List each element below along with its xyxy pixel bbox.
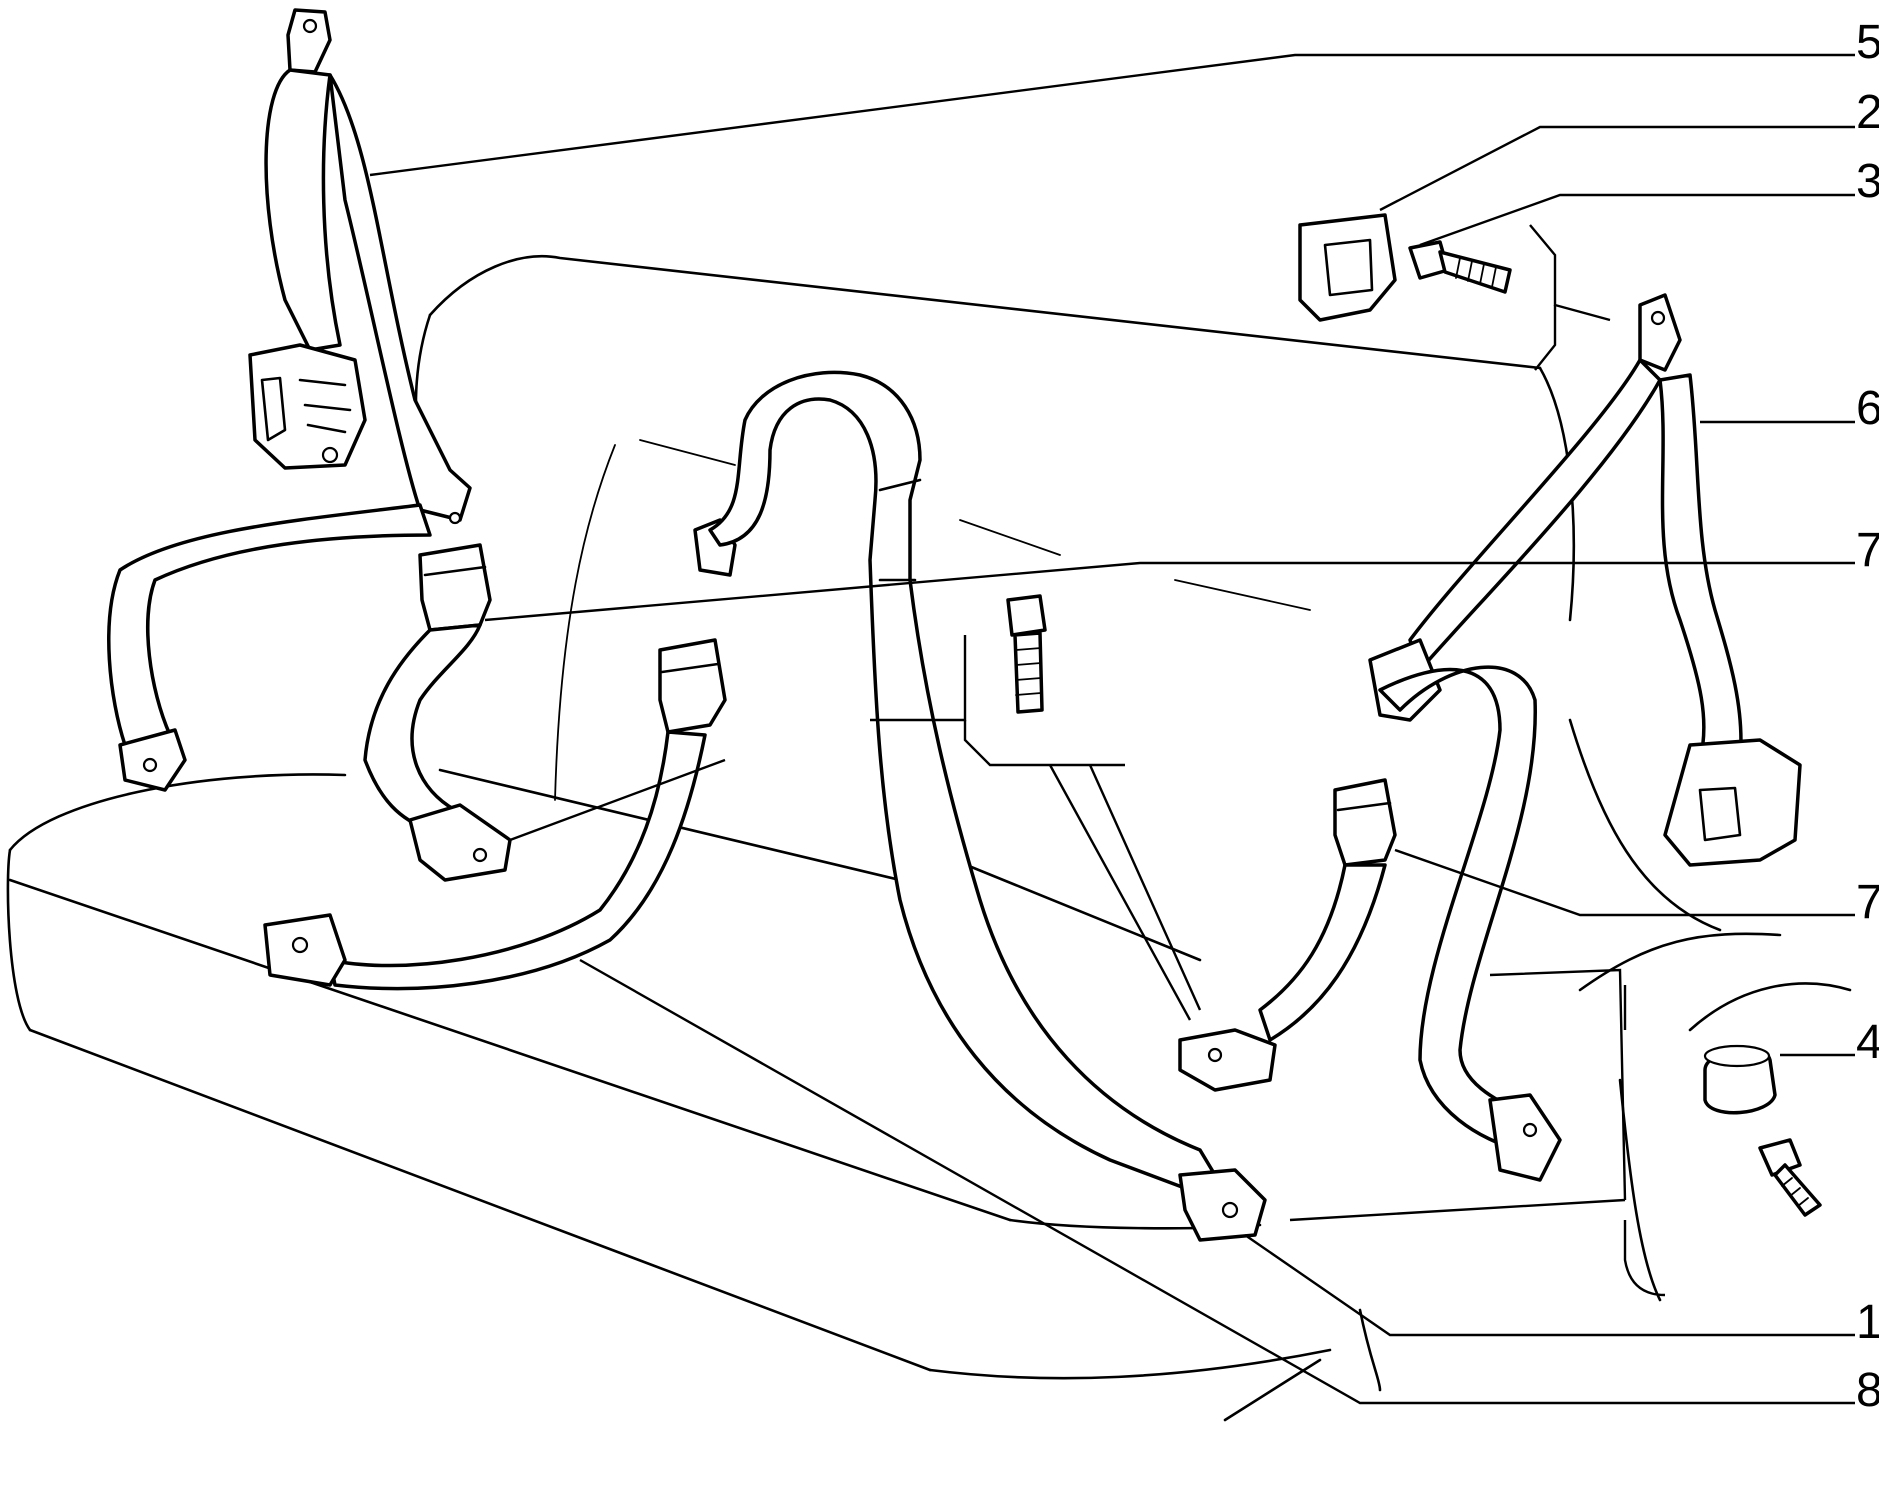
anchor-cover-part-2 (1298, 213, 1397, 322)
left-buckle-strap (363, 543, 512, 882)
callout-7-upper: 7 (1856, 524, 1879, 577)
left-retractor-belt (107, 8, 472, 792)
bolt-lower-right (1758, 1138, 1822, 1217)
bolt-center (1006, 594, 1047, 714)
callout-1: 1 (1856, 1296, 1879, 1349)
right-retractor-belt (1368, 293, 1802, 1182)
spacer-part-4 (1703, 1044, 1777, 1115)
center-buckle-strap (263, 638, 727, 991)
callout-3: 3 (1856, 155, 1879, 208)
callout-6: 6 (1856, 382, 1879, 435)
callout-5: 5 (1856, 16, 1879, 69)
callout-labels: 5 2 3 6 7 7 4 1 8 (1856, 16, 1879, 1417)
callout-7-lower: 7 (1856, 876, 1879, 929)
callout-8: 8 (1856, 1364, 1879, 1417)
right-buckle-strap (1178, 778, 1397, 1092)
callout-4: 4 (1856, 1016, 1879, 1069)
bolt-part-3 (1408, 240, 1512, 294)
callout-2: 2 (1856, 86, 1879, 139)
leader-lines (369, 53, 1855, 1405)
brackets (870, 224, 1666, 1297)
center-lap-belt (693, 370, 1267, 1242)
